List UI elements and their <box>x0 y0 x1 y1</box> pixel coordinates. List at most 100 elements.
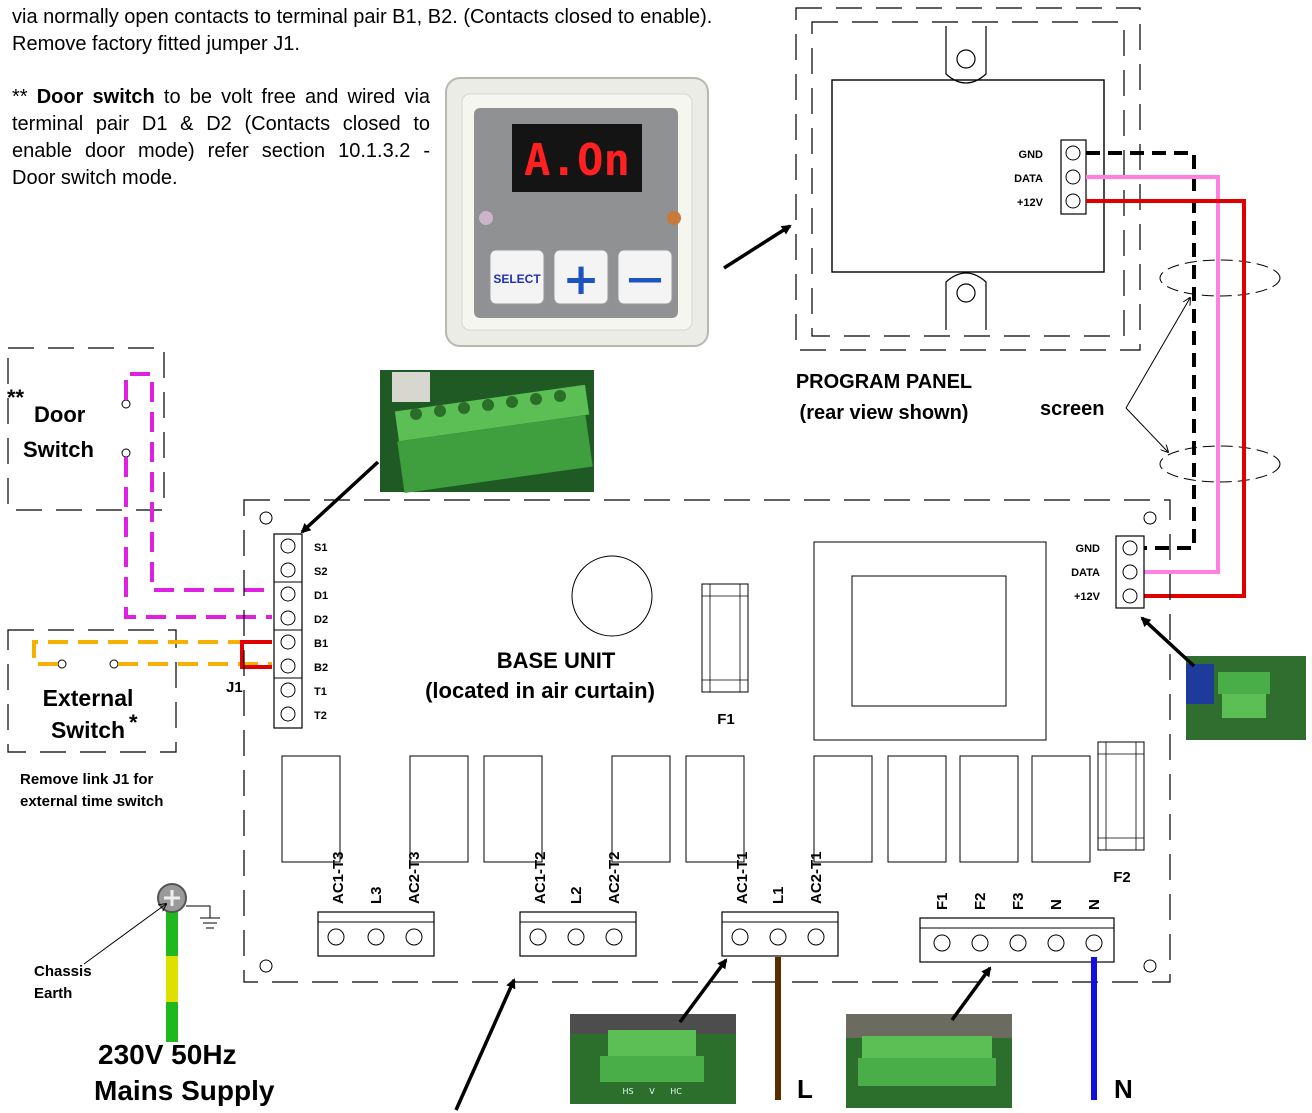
program-panel-subtitle: (rear view shown) <box>800 402 969 424</box>
fuse-f2-label: F2 <box>1113 869 1131 886</box>
external-switch-wire-b1 <box>32 640 272 666</box>
program-cable <box>1086 151 1246 598</box>
door-switch-box: ** Door Switch <box>7 347 165 511</box>
base-unit-title: BASE UNIT <box>497 648 616 673</box>
jumper-label: J1 <box>226 679 243 696</box>
controller-led-right <box>667 211 681 225</box>
select-button[interactable] <box>489 249 545 305</box>
program-panel: GND DATA +12V <box>795 7 1141 351</box>
label-ac2-t2: AC2-T2 <box>606 851 623 904</box>
terminal-photo-right <box>1186 656 1306 740</box>
neutral-label: N <box>1114 1074 1133 1104</box>
panel-terminal-gnd: GND <box>1019 149 1044 161</box>
remove-link-note-line2: external time switch <box>20 793 163 810</box>
terminal-block-photo-l: HS V HC <box>570 1014 736 1104</box>
screen-label: screen <box>1040 398 1105 420</box>
panel-terminal-data: DATA <box>1014 173 1043 185</box>
mains-supply-line2: Mains Supply <box>94 1075 275 1106</box>
terminal-block-photo-supply <box>846 1014 1012 1108</box>
external-switch-star: * <box>129 710 138 735</box>
terminal-d2: D2 <box>314 614 328 626</box>
base-terminal-data: DATA <box>1071 567 1100 579</box>
screen-pointer-top <box>1125 298 1190 409</box>
panel-terminal-12v: +12V <box>1017 197 1044 209</box>
terminal-t2: T2 <box>314 710 327 722</box>
label-ac1-t3: AC1-T3 <box>330 851 347 904</box>
label-l1: L1 <box>770 886 787 904</box>
controller-display <box>512 124 642 192</box>
chassis-earth-label-line2: Earth <box>34 985 72 1002</box>
terminal-b1: B1 <box>314 638 328 650</box>
door-switch-wire-d1 <box>124 372 272 592</box>
plus-button-label: + <box>563 254 600 305</box>
door-switch-stars: ** <box>7 385 25 410</box>
controller-to-panel-arrow <box>723 224 792 270</box>
gnd-wire <box>1086 151 1196 550</box>
photo-label-hc: HC <box>670 1087 682 1096</box>
external-switch-label-line1: External <box>43 685 134 711</box>
select-button-label: SELECT <box>493 272 541 286</box>
label-ac1-t1: AC1-T1 <box>734 851 751 904</box>
terminal-block-photo-top <box>380 370 594 493</box>
label-ac1-t2: AC1-T2 <box>532 851 549 904</box>
terminal-photo-arrow <box>300 460 380 534</box>
label-n1: N <box>1048 899 1065 910</box>
label-l2: L2 <box>568 886 585 904</box>
screen-pointer-bottom <box>1125 407 1168 452</box>
external-switch-label-line2: Switch <box>51 717 125 743</box>
mains-supply-line1: 230V 50Hz <box>98 1039 237 1070</box>
door-switch-label-line1: Door <box>34 402 86 427</box>
chassis-earth-pointer <box>83 904 166 965</box>
terminal-t1: T1 <box>314 686 327 698</box>
relays <box>281 755 1091 863</box>
door-switch-note: ** Door switch to be volt free and wired… <box>12 86 431 189</box>
photo-label-v: V <box>649 1087 655 1096</box>
remove-link-note-line1: Remove link J1 for <box>20 771 154 788</box>
base-unit-subtitle: (located in air curtain) <box>425 678 655 703</box>
label-f1: F1 <box>934 892 951 910</box>
chassis-earth-label-line1: Chassis <box>34 963 92 980</box>
live-label: L <box>797 1074 813 1104</box>
intro-text: via normally open contacts to terminal p… <box>12 6 713 55</box>
l-block-photo-arrow <box>678 958 728 1024</box>
base-unit-board: S1 S2 D1 D2 B1 B2 T1 T2 BASE UNIT (locat… <box>243 499 1171 983</box>
label-f3: F3 <box>1010 892 1027 910</box>
controller-photo: A.On SELECT + — <box>445 77 709 347</box>
panel-terminal-block <box>1060 139 1087 215</box>
supply-block-photo-arrow <box>950 966 992 1022</box>
door-switch-label-line2: Switch <box>23 437 94 462</box>
photo-label-hs: HS <box>622 1087 633 1096</box>
controller-display-text: A.On <box>524 135 630 186</box>
terminal-b2: B2 <box>314 662 328 674</box>
plus-button[interactable] <box>553 249 609 305</box>
minus-button[interactable] <box>617 249 673 305</box>
controller-led-left <box>479 211 493 225</box>
terminal-block-t2: AC1-T2 L2 AC2-T2 <box>519 851 637 957</box>
base-unit-arrow <box>454 978 516 1111</box>
power-wire <box>1086 199 1246 598</box>
terminal-s2: S2 <box>314 566 327 578</box>
terminal-block-t3: AC1-T3 L3 AC2-T3 <box>317 851 435 957</box>
chassis-earth <box>157 883 220 1042</box>
buzzer <box>571 555 653 637</box>
terminal-d1: D1 <box>314 590 328 602</box>
fuse-f1-label: F1 <box>717 711 735 728</box>
base-terminal-gnd: GND <box>1076 543 1101 555</box>
terminal-s1: S1 <box>314 542 327 554</box>
external-switch-box: External Switch * <box>7 629 177 753</box>
program-panel-title: PROGRAM PANEL <box>796 371 972 393</box>
base-program-terminal <box>1115 535 1145 609</box>
minus-button-label: — <box>627 258 663 299</box>
label-l3: L3 <box>368 886 385 904</box>
terminal-photo-right-arrow <box>1140 616 1196 668</box>
door-switch-wire-d2 <box>124 457 272 619</box>
label-ac2-t1: AC2-T1 <box>808 851 825 904</box>
label-ac2-t3: AC2-T3 <box>406 851 423 904</box>
base-terminal-strip <box>273 533 303 729</box>
data-wire <box>1086 175 1220 574</box>
label-f2: F2 <box>972 892 989 910</box>
label-n2: N <box>1086 899 1103 910</box>
jumper-j1 <box>240 640 272 669</box>
base-terminal-12v: +12V <box>1074 591 1101 603</box>
